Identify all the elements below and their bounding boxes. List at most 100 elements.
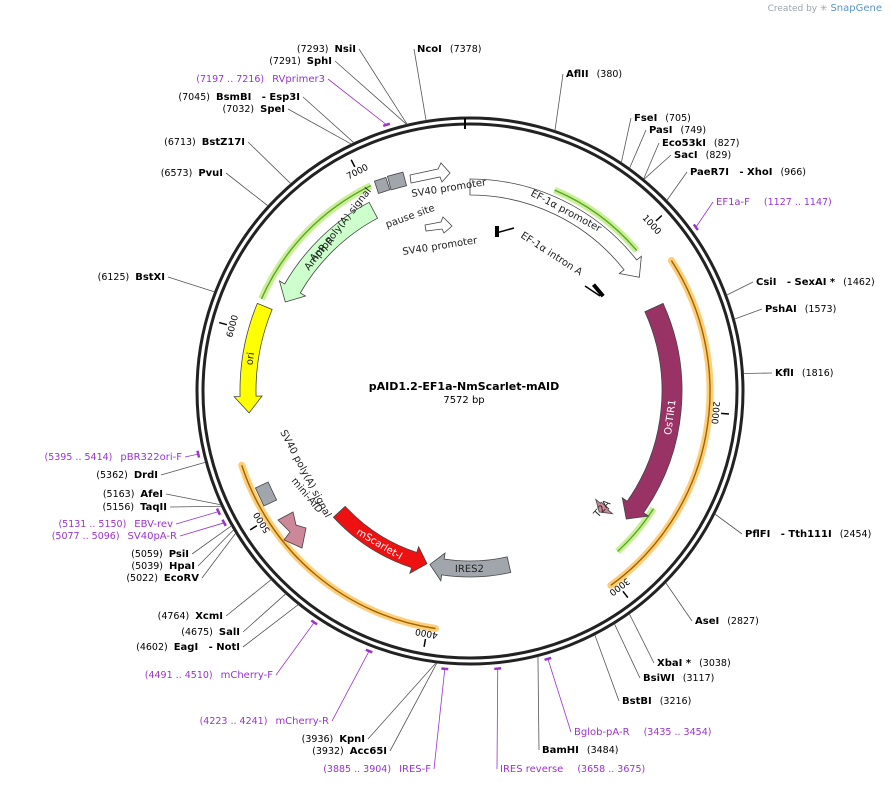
- site-pos: (1573): [805, 304, 837, 315]
- primer-ires-reverse[interactable]: IRES reverse(3658 .. 3675): [500, 764, 645, 775]
- site-pshai[interactable]: PshAI (1573): [765, 304, 836, 315]
- feature-t2a[interactable]: [595, 498, 614, 515]
- feature-ires2[interactable]: [429, 552, 512, 582]
- primer-name: mCherry-F: [221, 670, 274, 681]
- site-name: PshAI: [765, 304, 797, 315]
- site-bstz17i[interactable]: (6713)BstZ17I: [164, 137, 245, 148]
- site-paer7i-xhoi[interactable]: PaeR7I - XhoI(966): [690, 167, 806, 178]
- feature-ampr[interactable]: [278, 201, 379, 303]
- site-xbai[interactable]: XbaI *(3038): [657, 658, 731, 669]
- tick-mark-6000: [218, 321, 228, 326]
- plasmid-title: pAID1.2-EF1a-NmScarlet-mAID: [369, 380, 560, 393]
- site-pos: (1816): [802, 368, 834, 379]
- feature-label-t2a: T2A: [591, 498, 613, 521]
- site-nsii[interactable]: (7293) NsiI: [297, 44, 356, 55]
- site-ncoi[interactable]: NcoI(7378): [417, 44, 481, 55]
- site-pvui[interactable]: (6573)PvuI: [161, 168, 223, 179]
- primer-mcherry-f[interactable]: (4491 .. 4510)mCherry-F: [145, 670, 273, 681]
- site-kpni[interactable]: (3936)KpnI: [302, 734, 365, 745]
- site-spei[interactable]: (7032) SpeI: [223, 104, 285, 115]
- site-name: PaeR7I - XhoI: [690, 167, 772, 178]
- sv40-promoter-arrow-a: [409, 162, 451, 184]
- site-hpai[interactable]: (5039)HpaI: [131, 561, 195, 572]
- site-line-eco53ki: [643, 142, 660, 180]
- site-xcmi[interactable]: (4764)XcmI: [158, 611, 223, 622]
- primer-line-ebv-rev: [175, 511, 219, 525]
- site-name: NsiI: [335, 44, 356, 55]
- site-bstbi[interactable]: BstBI(3216): [622, 696, 691, 707]
- site-pos: (4675): [181, 627, 213, 638]
- feature-mscarlet-i[interactable]: [332, 505, 428, 575]
- site-line-paer7i-xhoi: [666, 171, 688, 201]
- site-name: EcoRV: [164, 573, 199, 584]
- backbone-outer-ring: [195, 116, 745, 666]
- site-name: KflI: [775, 368, 794, 379]
- primer-rvprimer3[interactable]: (7197 .. 7216)RVprimer3: [196, 74, 325, 85]
- site-pos: (5156): [103, 502, 135, 513]
- site-name: EagI - NotI: [174, 642, 240, 653]
- primer-mark-bglob-pa-r: [544, 656, 552, 662]
- site-fsei[interactable]: FseI(705): [634, 113, 691, 124]
- primer-line-pbr322ori-f: [184, 453, 199, 458]
- primer-mcherry-r[interactable]: (4223 .. 4241)mCherry-R: [200, 716, 329, 727]
- site-name: XbaI *: [657, 658, 692, 669]
- site-bamhi[interactable]: BamHI(3484): [542, 745, 618, 756]
- site-ecorv[interactable]: (5022)EcoRV: [126, 573, 199, 584]
- primer-ef1a-f[interactable]: EF1a-F(1127 .. 1147): [716, 197, 832, 208]
- site-name: XcmI: [195, 611, 223, 622]
- site-name: CsiI - SexAI *: [756, 277, 836, 288]
- site-line-pshai: [734, 308, 763, 320]
- primer-pos: (5395 .. 5414): [45, 452, 113, 463]
- site-pasi[interactable]: PasI(749): [649, 125, 706, 136]
- site-kfli[interactable]: KflI (1816): [775, 368, 833, 379]
- site-line-bsiwi: [614, 623, 641, 679]
- sv40-promoter-arrow-b: [424, 216, 453, 234]
- primer-name: mCherry-R: [275, 716, 329, 727]
- site-afei[interactable]: (5163)AfeI: [103, 489, 163, 500]
- site-aflii[interactable]: AflII(380): [566, 69, 622, 80]
- site-bsiwi[interactable]: BsiWI(3117): [643, 673, 714, 684]
- site-drdi[interactable]: (5362)DrdI: [96, 470, 158, 481]
- primer-mark-ebv-rev: [215, 507, 222, 516]
- feature-ori[interactable]: [233, 302, 273, 414]
- site-taqii[interactable]: (5156)TaqII: [103, 502, 167, 513]
- site-pos: (1462): [843, 277, 875, 288]
- site-bsmbi-esp3i[interactable]: (7045)BsmBI - Esp3I: [178, 92, 300, 103]
- primer-mark-mcherry-r: [365, 648, 373, 654]
- site-pos: (7032): [223, 104, 255, 115]
- site-sali[interactable]: (4675)SalI: [181, 627, 240, 638]
- site-pos: (3936): [302, 734, 334, 745]
- feature-ef-1-promoter[interactable]: [469, 178, 642, 278]
- tick-mark-7000: [350, 159, 356, 168]
- site-line-hpai: [197, 529, 235, 567]
- site-line-ecorv: [201, 532, 237, 579]
- feature-ostir1[interactable]: [621, 302, 683, 520]
- site-sphi[interactable]: (7291)SphI: [269, 56, 332, 67]
- site-eco53ki[interactable]: Eco53kI(827): [662, 138, 739, 149]
- primer-mark-rvprimer3: [382, 122, 391, 128]
- site-pflfi-tth111i[interactable]: PflFI - Tth111I(2454): [745, 529, 871, 540]
- site-bstxi[interactable]: (6125)BstXI: [98, 272, 165, 283]
- site-psii[interactable]: (5059)PsiI: [131, 549, 189, 560]
- primer-sv40pa-r[interactable]: (5077 .. 5096)SV40pA-R: [52, 531, 177, 542]
- primer-ebv-rev[interactable]: (5131 .. 5150)EBV-rev: [58, 519, 173, 530]
- primer-ires-f[interactable]: (3885 .. 3904)IRES-F: [323, 764, 431, 775]
- ef1a-intron-line-b: [584, 285, 601, 297]
- site-line-saci: [643, 154, 672, 180]
- site-line-pflfi-tth111i: [714, 513, 743, 535]
- primer-pbr322ori-f[interactable]: (5395 .. 5414)pBR322ori-F: [45, 452, 183, 463]
- site-pos: (5163): [103, 489, 135, 500]
- site-pos: (6573): [161, 168, 193, 179]
- site-csii-sexai[interactable]: CsiI - SexAI * (1462): [756, 277, 875, 288]
- site-name: Eco53kI: [662, 138, 706, 149]
- primer-pos: (3435 .. 3454): [644, 727, 712, 738]
- primer-bglob-pa-r[interactable]: Bglob-pA-R(3435 .. 3454): [574, 727, 711, 738]
- site-eagi-noti[interactable]: (4602)EagI - NotI: [136, 642, 240, 653]
- site-acc65i[interactable]: (3932)Acc65I: [312, 746, 387, 757]
- site-pos: (3484): [587, 745, 619, 756]
- site-pos: (7293): [297, 44, 329, 55]
- site-asei[interactable]: AseI(2827): [695, 616, 759, 627]
- site-name: SpeI: [260, 104, 285, 115]
- site-saci[interactable]: SacI(829): [674, 150, 731, 161]
- site-name: PsiI: [169, 549, 189, 560]
